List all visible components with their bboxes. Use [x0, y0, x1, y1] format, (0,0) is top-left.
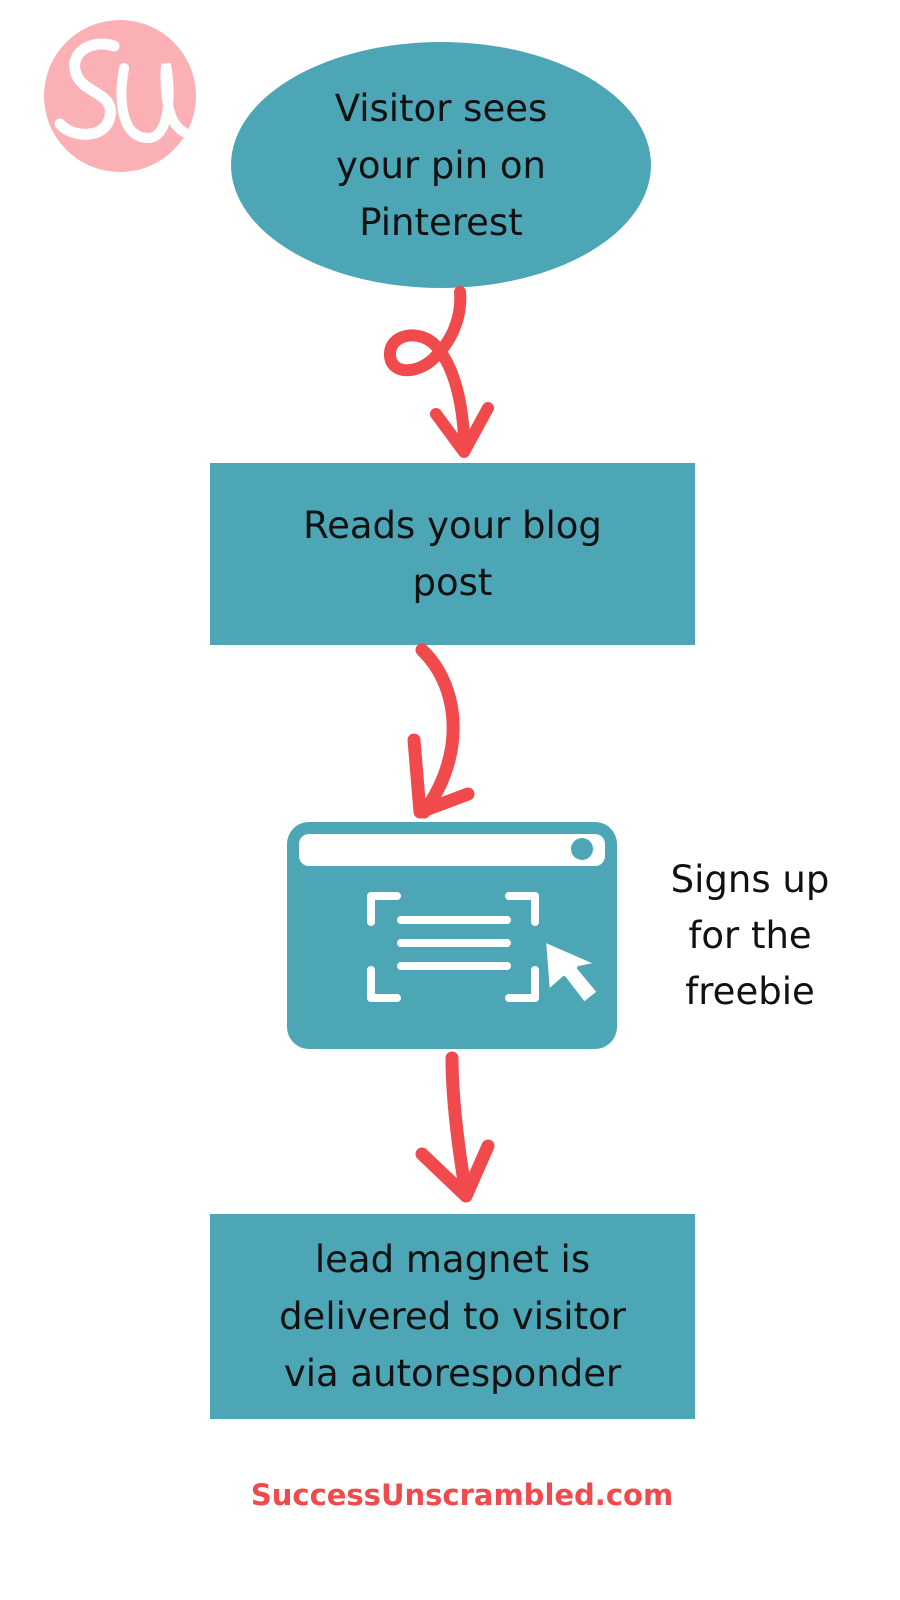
arrow-loop-icon [384, 286, 494, 458]
step-visitor-text: Visitor sees your pin on Pinterest [334, 86, 548, 244]
step-delivered-box: lead magnet is delivered to visitor via … [210, 1214, 695, 1419]
arrow-curved-icon [407, 643, 475, 819]
step-reads-box: Reads your blog post [210, 463, 695, 645]
step-delivered-text: lead magnet is delivered to visitor via … [279, 1238, 626, 1395]
logo-monogram-icon [54, 38, 189, 144]
step-visitor-ellipse: Visitor sees your pin on Pinterest [231, 42, 651, 288]
footer-site-link[interactable]: SuccessUnscrambled.com [250, 1478, 674, 1512]
step-reads-text: Reads your blog post [303, 504, 602, 604]
step-signup-label: Signs up for the freebie [670, 858, 830, 1013]
arrow-down-icon [415, 1051, 495, 1203]
browser-form-cursor-icon [287, 822, 617, 1049]
brand-logo [44, 20, 196, 172]
